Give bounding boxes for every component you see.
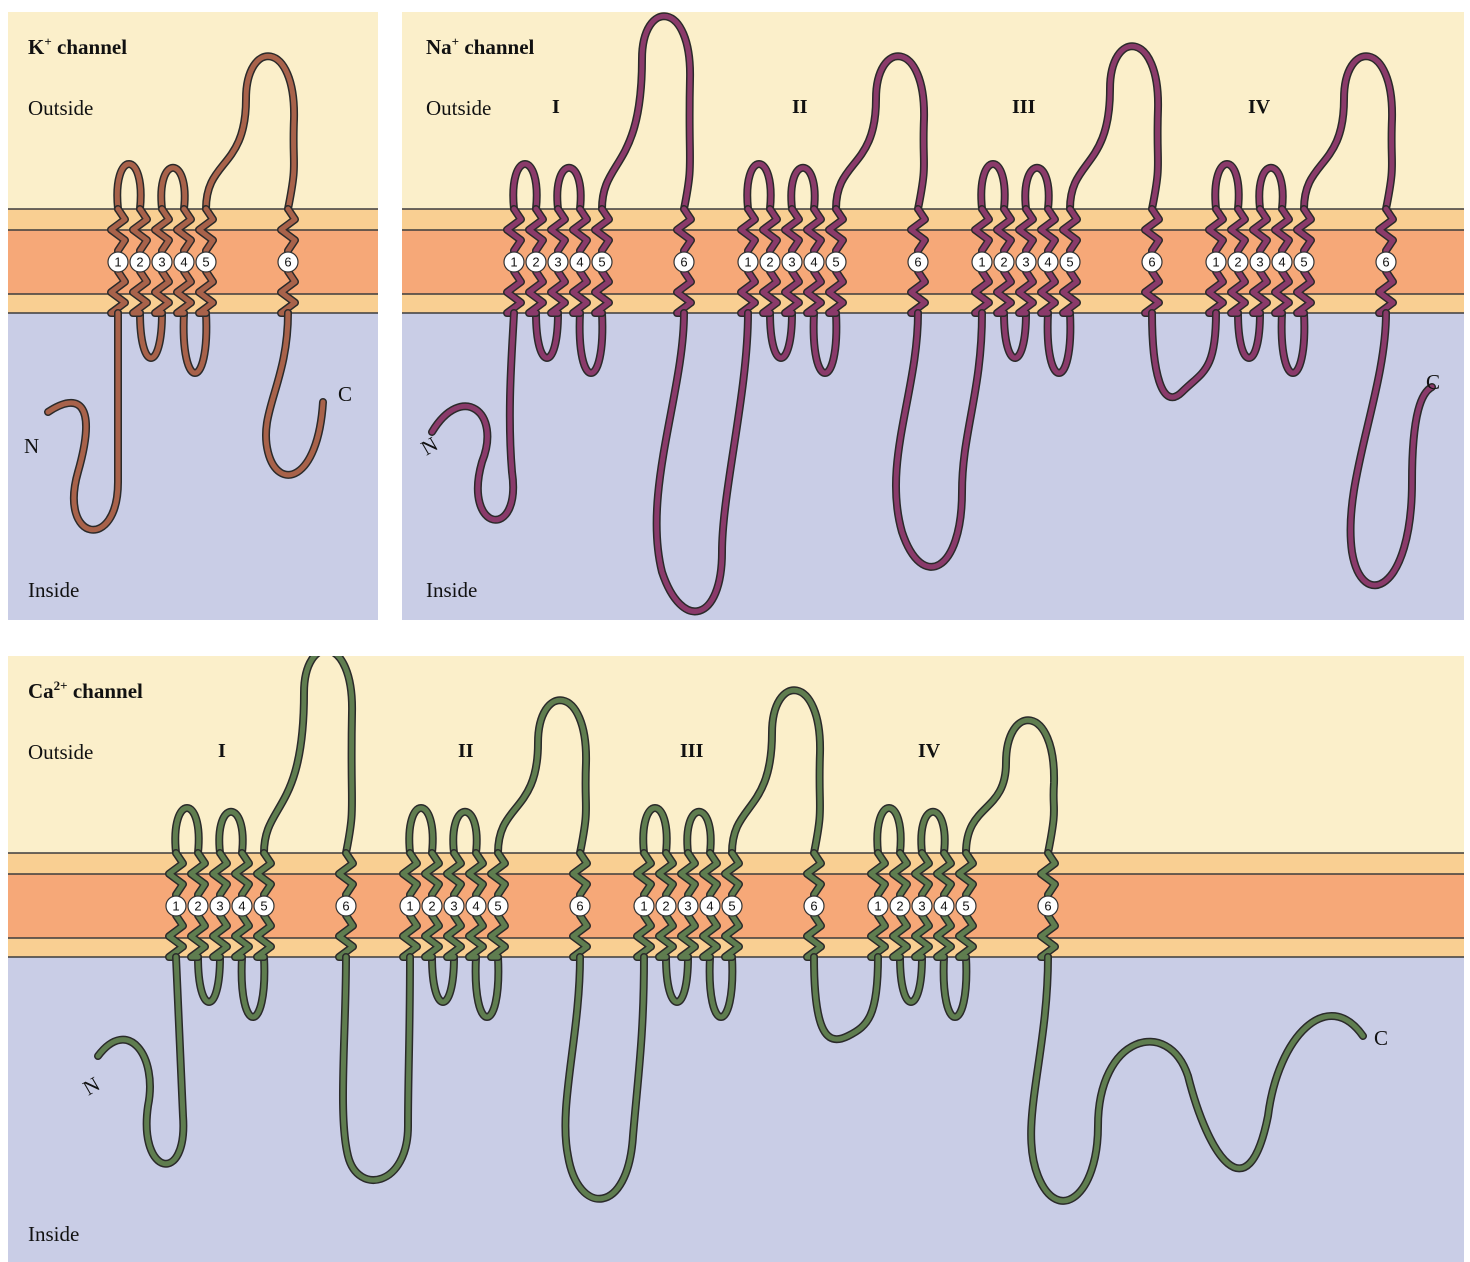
ca-domain-3-segment-6-badge-label: 6 [810, 899, 817, 914]
na-domain-label-4: IV [1248, 96, 1270, 119]
k-segment-6-badge-label: 6 [284, 255, 291, 270]
na-domain-1-segment-6-badge-label: 6 [680, 255, 687, 270]
ca-domain-2-segment-1-badge-label: 1 [406, 899, 413, 914]
ca-domain-1-segment-2-badge-label: 2 [194, 899, 201, 914]
k-channel-title: K+ channel [28, 34, 127, 60]
ca-inside-label: Inside [28, 1222, 79, 1247]
k-n-terminus-label: N [24, 434, 39, 459]
na-domain-label-1: I [552, 96, 560, 119]
ca-domain-label-2: II [458, 740, 474, 763]
na-domain-3-segment-4-badge-label: 4 [1044, 255, 1051, 270]
na-domain-1-segment-4-badge-label: 4 [576, 255, 583, 270]
ca-domain-3-segment-2-badge-label: 2 [662, 899, 669, 914]
na-domain-2-segment-5-badge-label: 5 [832, 255, 839, 270]
ca-domain-3-segment-4-badge-label: 4 [706, 899, 713, 914]
k-segment-5-badge-label: 5 [202, 255, 209, 270]
ca-domain-1-segment-6-badge-label: 6 [342, 899, 349, 914]
ca-domain-2-segment-3-badge-label: 3 [450, 899, 457, 914]
na-channel-title: Na+ channel [426, 34, 534, 60]
na-domain-1-segment-3-badge-label: 3 [554, 255, 561, 270]
na-domain-2-segment-6-badge-label: 6 [914, 255, 921, 270]
na-domain-2-segment-1-badge-label: 1 [744, 255, 751, 270]
ca-outside-label: Outside [28, 740, 93, 765]
na-domain-4-segment-6-badge-label: 6 [1382, 255, 1389, 270]
na-domain-2-segment-3-badge-label: 3 [788, 255, 795, 270]
inside-region [8, 957, 1464, 1262]
ca-domain-label-3: III [680, 740, 703, 763]
ca-domain-4-segment-1-badge-label: 1 [874, 899, 881, 914]
ca-domain-label-1: I [218, 740, 226, 763]
na-domain-3-segment-6-badge-label: 6 [1148, 255, 1155, 270]
ca-domain-4-segment-3-badge-label: 3 [918, 899, 925, 914]
k-segment-3-badge-label: 3 [158, 255, 165, 270]
na-domain-3-segment-3-badge-label: 3 [1022, 255, 1029, 270]
ca-domain-2-segment-6-badge-label: 6 [576, 899, 583, 914]
k-segment-1-badge-label: 1 [114, 255, 121, 270]
na-domain-1-segment-1-badge-label: 1 [510, 255, 517, 270]
na-domain-4-segment-5-badge-label: 5 [1300, 255, 1307, 270]
k-inside-label: Inside [28, 578, 79, 603]
na-outside-label: Outside [426, 96, 491, 121]
k-channel-panel: 12345 6 K+ channel Outside Inside N C [8, 12, 378, 620]
ca-domain-1-segment-4-badge-label: 4 [238, 899, 245, 914]
ca-domain-2-segment-4-badge-label: 4 [472, 899, 479, 914]
na-domain-label-2: II [792, 96, 808, 119]
na-c-terminus-label: C [1426, 370, 1440, 395]
ca-domain-2-segment-5-badge-label: 5 [494, 899, 501, 914]
k-c-terminus-label: C [338, 382, 352, 407]
ca-domain-1-segment-3-badge-label: 3 [216, 899, 223, 914]
ca-domain-label-4: IV [918, 740, 940, 763]
k-outside-label: Outside [28, 96, 93, 121]
na-domain-4-segment-2-badge-label: 2 [1234, 255, 1241, 270]
na-domain-3-segment-5-badge-label: 5 [1066, 255, 1073, 270]
ca-domain-4-segment-4-badge-label: 4 [940, 899, 947, 914]
ca-domain-3-segment-5-badge-label: 5 [728, 899, 735, 914]
ca-domain-2-segment-2-badge-label: 2 [428, 899, 435, 914]
ca-channel-diagram: 123456123456123456123456 [8, 656, 1464, 1262]
na-domain-label-3: III [1012, 96, 1035, 119]
ca-domain-1-segment-1-badge-label: 1 [172, 899, 179, 914]
k-segment-4-badge-label: 4 [180, 255, 187, 270]
na-domain-4-segment-3-badge-label: 3 [1256, 255, 1263, 270]
na-domain-4-segment-1-badge-label: 1 [1212, 255, 1219, 270]
ca-c-terminus-label: C [1374, 1026, 1388, 1051]
ca-domain-3-segment-3-badge-label: 3 [684, 899, 691, 914]
ca-channel-title: Ca2+ channel [28, 678, 143, 704]
na-domain-3-segment-2-badge-label: 2 [1000, 255, 1007, 270]
na-domain-4-segment-4-badge-label: 4 [1278, 255, 1285, 270]
na-inside-label: Inside [426, 578, 477, 603]
inside-region [8, 313, 378, 620]
ca-domain-4-segment-6-badge-label: 6 [1044, 899, 1051, 914]
ca-domain-1-segment-5-badge-label: 5 [260, 899, 267, 914]
na-domain-2-segment-2-badge-label: 2 [766, 255, 773, 270]
ca-domain-4-segment-2-badge-label: 2 [896, 899, 903, 914]
ca-domain-4-segment-5-badge-label: 5 [962, 899, 969, 914]
na-domain-3-segment-1-badge-label: 1 [978, 255, 985, 270]
na-domain-1-segment-5-badge-label: 5 [598, 255, 605, 270]
na-domain-1-segment-2-badge-label: 2 [532, 255, 539, 270]
ca-domain-3-segment-1-badge-label: 1 [640, 899, 647, 914]
na-domain-2-segment-4-badge-label: 4 [810, 255, 817, 270]
k-segment-2-badge-label: 2 [136, 255, 143, 270]
na-channel-diagram: 123456123456123456123456 [402, 12, 1464, 620]
